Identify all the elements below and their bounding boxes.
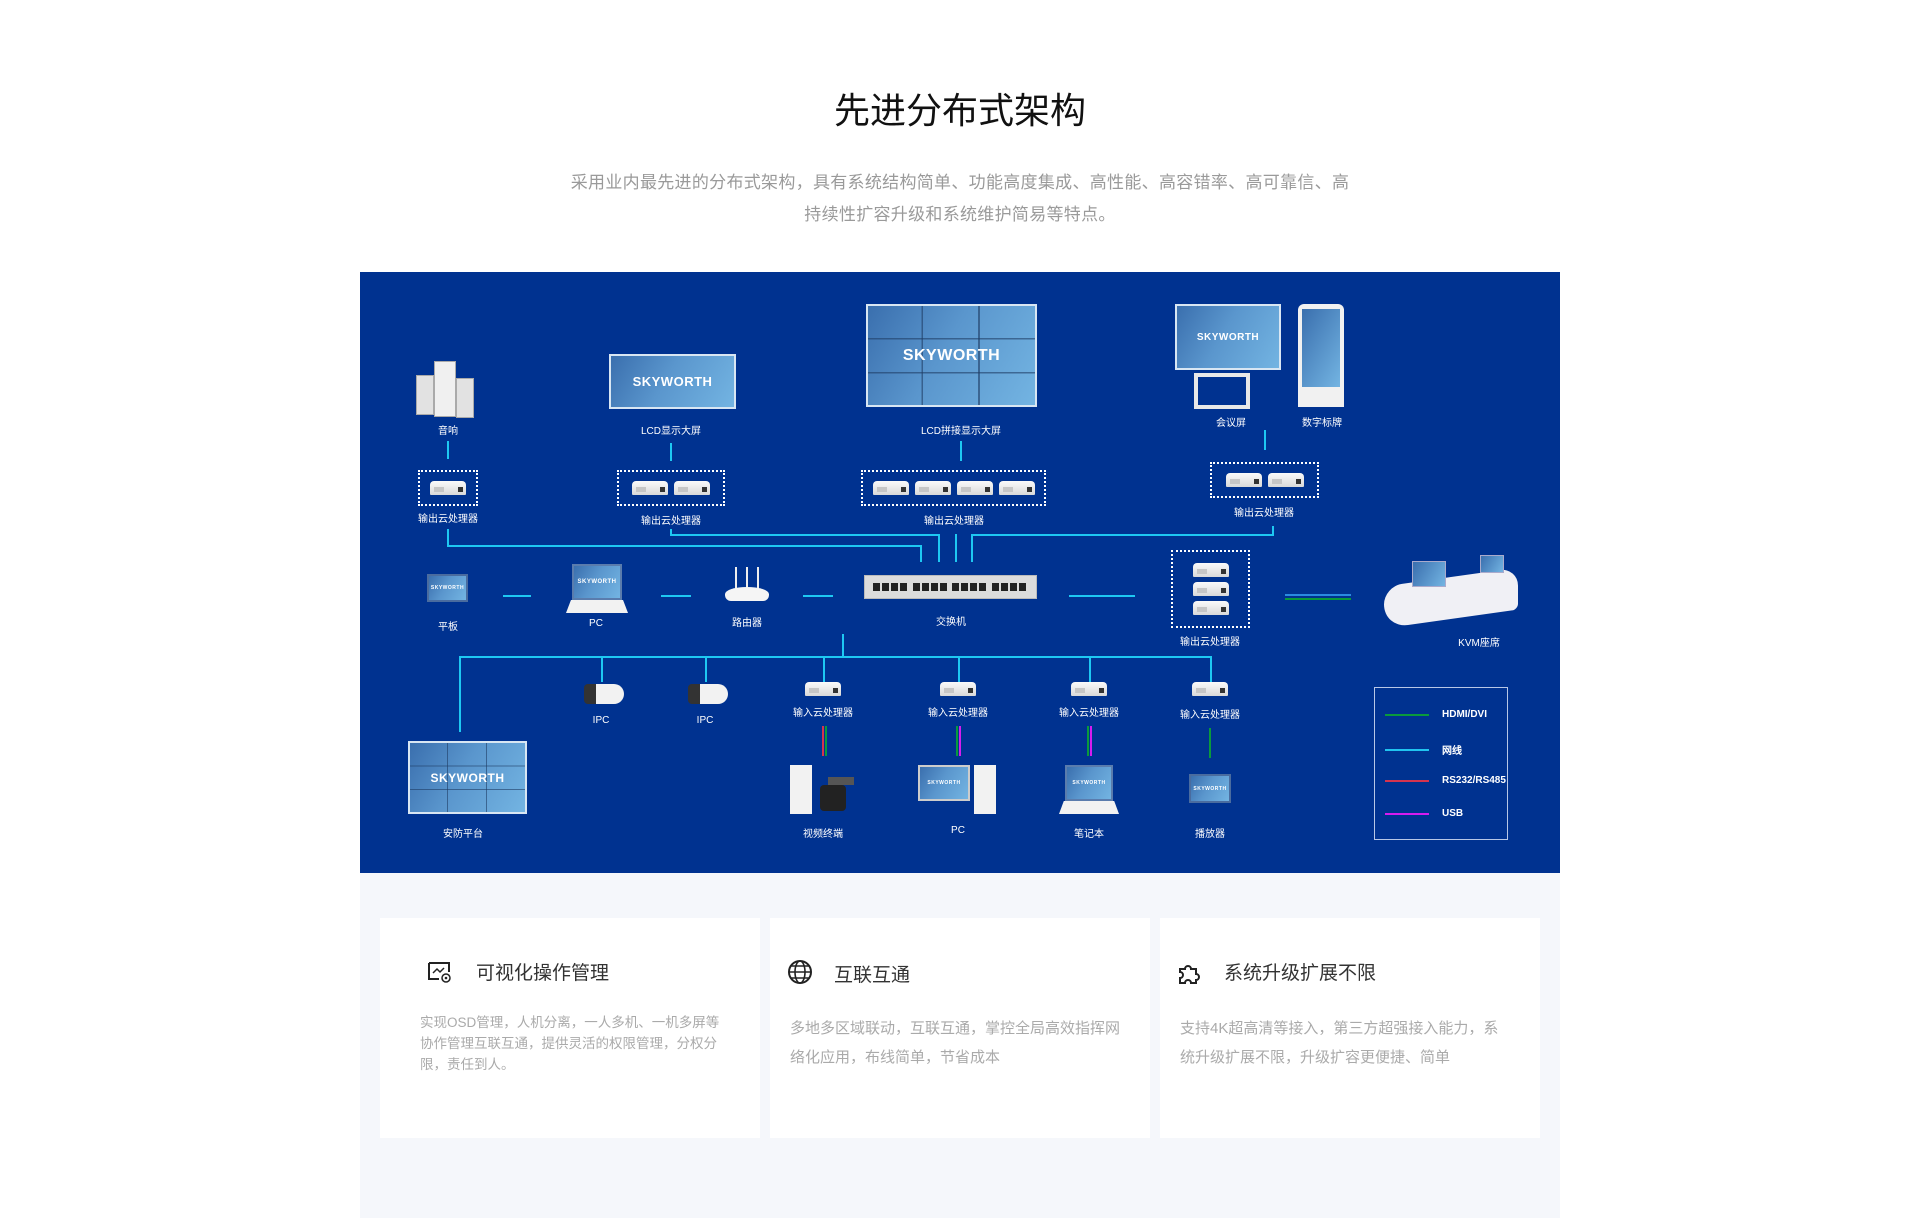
meeting-stand-icon xyxy=(1194,373,1250,409)
output-processor-group xyxy=(861,470,1046,506)
input-processor-icon xyxy=(1071,682,1107,696)
legend-item-rs232: RS232/RS485 xyxy=(1385,775,1506,786)
pc-label: PC xyxy=(589,618,603,629)
processor-icon xyxy=(872,481,909,495)
feature-description: 实现OSD管理，人机分离，一人多机、一机多屏等协作管理互联互通，提供灵活的权限管… xyxy=(420,1015,720,1072)
meeting-label: 会议屏 xyxy=(1216,418,1246,429)
input-processor-label: 输入云处理器 xyxy=(1059,708,1119,719)
switch-label: 交换机 xyxy=(936,617,966,628)
legend-swatch xyxy=(1385,779,1429,782)
ipc-camera-icon xyxy=(688,684,728,704)
processor-icon xyxy=(998,481,1035,495)
pc-laptop-icon: SKYWORTH xyxy=(572,564,622,600)
output-processor-group xyxy=(617,470,725,506)
output-processor-group xyxy=(1171,550,1250,628)
input-processor-icon xyxy=(1192,682,1228,696)
player-icon: SKYWORTH xyxy=(1189,774,1231,803)
processor-icon xyxy=(632,481,668,495)
feature-title: 系统升级扩展不限 xyxy=(1224,963,1377,984)
laptop-keyboard-icon xyxy=(566,600,628,613)
output-processor-label: 输出云处理器 xyxy=(1234,508,1294,519)
processor-icon xyxy=(674,481,710,495)
feature-card-interconnect: 互联互通 多地多区域联动，互联互通，掌控全局高效指挥网络化应用，布线简单，节省成… xyxy=(770,918,1150,1138)
output-processor-label: 输出云处理器 xyxy=(924,516,984,527)
output-processor-label: 输出云处理器 xyxy=(1180,637,1240,648)
processor-icon xyxy=(1192,582,1229,596)
input-processor-icon xyxy=(940,682,976,696)
legend-label: HDMI/DVI xyxy=(1442,709,1487,720)
router-label: 路由器 xyxy=(732,618,762,629)
video-terminal-label: 视频终端 xyxy=(803,829,843,840)
input-processor-label: 输入云处理器 xyxy=(1180,710,1240,721)
legend-swatch xyxy=(1385,713,1429,716)
pc-label: PC xyxy=(951,825,965,836)
security-platform-icon: SKYWORTH xyxy=(408,741,527,814)
pc-monitor-icon: SKYWORTH xyxy=(918,765,970,801)
processor-icon xyxy=(1225,473,1262,487)
processor-icon xyxy=(1192,563,1229,577)
switch-icon xyxy=(864,575,1037,599)
feature-description: 多地多区域联动，互联互通，掌控全局高效指挥网络化应用，布线简单，节省成本 xyxy=(790,1020,1121,1066)
laptop-label: 笔记本 xyxy=(1074,829,1104,840)
subtitle-line-1: 采用业内最先进的分布式架构，具有系统结构简单、功能高度集成、高性能、高容错率、高… xyxy=(570,173,1350,192)
subtitle-line-2: 持续性扩容升级和系统维护简易等特点。 xyxy=(804,205,1116,224)
puzzle-icon xyxy=(1179,965,1200,984)
processor-icon xyxy=(956,481,993,495)
feature-title: 互联互通 xyxy=(834,965,911,986)
speaker-icon xyxy=(416,361,482,418)
output-processor-label: 输出云处理器 xyxy=(418,514,478,525)
lcd-wall-label: LCD拼接显示大屏 xyxy=(920,426,1002,437)
legend-label: 网线 xyxy=(1442,746,1462,757)
laptop-icon: SKYWORTH xyxy=(1065,765,1113,801)
output-processor-group xyxy=(418,470,478,506)
security-label: 安防平台 xyxy=(443,829,483,840)
pc-tower-icon xyxy=(974,765,996,814)
output-processor-group xyxy=(1210,462,1319,498)
video-terminal-icon xyxy=(790,765,857,814)
feature-description: 支持4K超高清等接入，第三方超强接入能力，系统升级扩展不限，升级扩容更便捷、简单 xyxy=(1180,1020,1499,1066)
input-processor-icon xyxy=(805,682,841,696)
digital-signage-icon xyxy=(1298,304,1344,407)
legend-item-hdmi: HDMI/DVI xyxy=(1385,709,1487,720)
feature-title: 可视化操作管理 xyxy=(476,963,610,984)
speaker-label: 音响 xyxy=(438,426,458,437)
ipc-label: IPC xyxy=(696,715,714,726)
router-icon xyxy=(725,567,769,604)
lcd-label: LCD显示大屏 xyxy=(640,426,702,437)
processor-icon xyxy=(430,481,466,495)
tablet-icon: SKYWORTH xyxy=(427,574,468,602)
lcd-wall-icon: SKYWORTH xyxy=(866,304,1037,407)
input-processor-label: 输入云处理器 xyxy=(793,708,853,719)
page-title: 先进分布式架构 xyxy=(833,90,1086,131)
tablet-label: 平板 xyxy=(438,622,458,633)
legend-label: RS232/RS485 xyxy=(1442,775,1506,786)
monitor-gear-icon xyxy=(428,962,451,983)
input-processor-label: 输入云处理器 xyxy=(928,708,988,719)
lcd-screen-icon: SKYWORTH xyxy=(609,354,736,409)
processor-icon xyxy=(914,481,951,495)
output-processor-label: 输出云处理器 xyxy=(641,516,701,527)
ipc-label: IPC xyxy=(592,715,610,726)
feature-card-scalable: 系统升级扩展不限 支持4K超高清等接入，第三方超强接入能力，系统升级扩展不限，升… xyxy=(1160,918,1540,1138)
processor-icon xyxy=(1267,473,1304,487)
globe-icon xyxy=(788,960,812,984)
legend-swatch xyxy=(1385,748,1429,751)
legend-swatch xyxy=(1385,812,1429,815)
architecture-diagram: 音响 SKYWORTH LCD显示大屏 SKYWORTH LCD拼接显示大屏 S… xyxy=(360,272,1560,873)
signage-label: 数字标牌 xyxy=(1302,418,1342,429)
laptop-keyboard-icon xyxy=(1059,801,1119,814)
processor-icon xyxy=(1192,601,1229,615)
ipc-camera-icon xyxy=(584,684,624,704)
legend-item-network: 网线 xyxy=(1385,742,1462,757)
legend: HDMI/DVI 网线 RS232/RS485 USB xyxy=(1374,687,1508,840)
meeting-screen-icon: SKYWORTH xyxy=(1175,304,1281,370)
feature-card-visual-management: 可视化操作管理 实现OSD管理，人机分离，一人多机、一机多屏等协作管理互联互通，… xyxy=(380,918,760,1138)
player-label: 播放器 xyxy=(1195,829,1225,840)
kvm-console-icon xyxy=(1384,555,1518,639)
kvm-label: KVM座席 xyxy=(1458,638,1500,649)
legend-label: USB xyxy=(1442,808,1464,819)
legend-item-usb: USB xyxy=(1385,808,1463,819)
